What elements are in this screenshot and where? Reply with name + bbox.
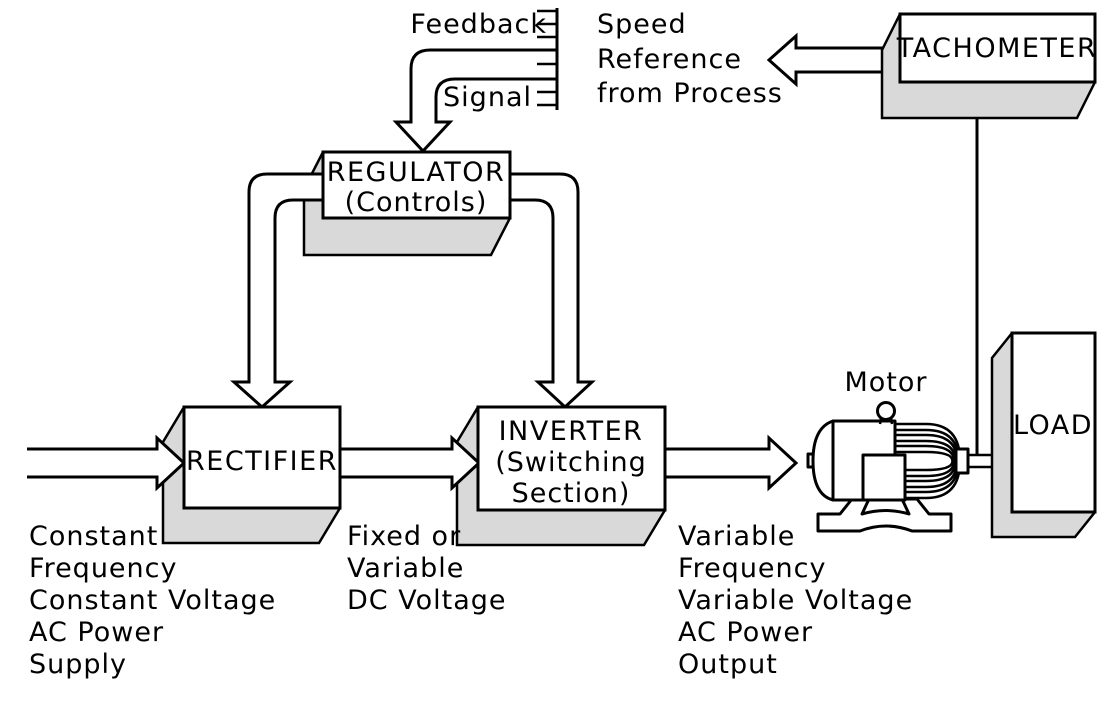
signal-label: Signal bbox=[443, 82, 532, 113]
output-line: Frequency bbox=[678, 553, 826, 584]
ac-input-arrow bbox=[27, 434, 187, 492]
supply-line: Constant Voltage bbox=[29, 585, 276, 616]
motor-fins bbox=[895, 450, 954, 472]
output-annotation: Variable Frequency Variable Voltage AC P… bbox=[678, 521, 913, 680]
supply-line: Frequency bbox=[29, 553, 177, 584]
motor-coupling bbox=[954, 447, 970, 475]
dc-link-line: Variable bbox=[347, 553, 464, 584]
dc-link-line: DC Voltage bbox=[347, 585, 507, 616]
rectifier-box bbox=[182, 405, 342, 510]
supply-line: Constant bbox=[29, 521, 158, 552]
terminal-strip bbox=[537, 8, 559, 110]
load-box bbox=[1010, 331, 1097, 514]
supply-line: Supply bbox=[29, 649, 127, 680]
inverter-subtitle-line1: (Switching bbox=[495, 447, 647, 478]
motor-base bbox=[816, 497, 953, 533]
rectifier-title: RECTIFIER bbox=[186, 446, 338, 477]
supply-annotation: Constant Frequency Constant Voltage AC P… bbox=[29, 521, 276, 680]
dc-link-annotation: Fixed or Variable DC Voltage bbox=[347, 521, 507, 616]
motor-illustration bbox=[806, 401, 992, 533]
dc-link-line: Fixed or bbox=[347, 521, 461, 552]
dc-link-arrow bbox=[340, 434, 482, 492]
speed-reference-line: from Process bbox=[597, 78, 783, 109]
motor-junction-box bbox=[861, 453, 907, 502]
feedback-label: Feedback bbox=[410, 9, 547, 40]
output-line: Output bbox=[678, 649, 778, 680]
motor-label: Motor bbox=[844, 367, 927, 398]
regulator-to-inverter-arrow bbox=[510, 172, 596, 410]
inverter-box bbox=[476, 405, 667, 512]
speed-reference-label: Speed Reference from Process bbox=[597, 9, 783, 109]
output-line: AC Power bbox=[678, 617, 813, 648]
ac-output-arrow bbox=[665, 434, 799, 492]
motor-end-bell bbox=[811, 419, 835, 502]
speed-reference-line: Speed bbox=[597, 9, 687, 40]
tachometer-box bbox=[898, 12, 1097, 84]
tachometer-title: TACHOMETER bbox=[896, 33, 1097, 64]
tachometer-output-arrow bbox=[766, 32, 890, 88]
motor-fins bbox=[895, 444, 956, 478]
inverter-subtitle-line2: Section) bbox=[512, 478, 631, 509]
regulator-title: REGULATOR bbox=[327, 157, 506, 188]
output-line: Variable bbox=[678, 521, 795, 552]
motor-eyelet bbox=[876, 401, 896, 421]
regulator-subtitle: (Controls) bbox=[345, 187, 488, 218]
regulator-box bbox=[321, 150, 512, 220]
load-title: LOAD bbox=[1013, 410, 1093, 441]
output-line: Variable Voltage bbox=[678, 585, 913, 616]
supply-line: AC Power bbox=[29, 617, 164, 648]
speed-reference-line: Reference bbox=[597, 44, 742, 75]
inverter-title: INVERTER bbox=[499, 416, 644, 447]
